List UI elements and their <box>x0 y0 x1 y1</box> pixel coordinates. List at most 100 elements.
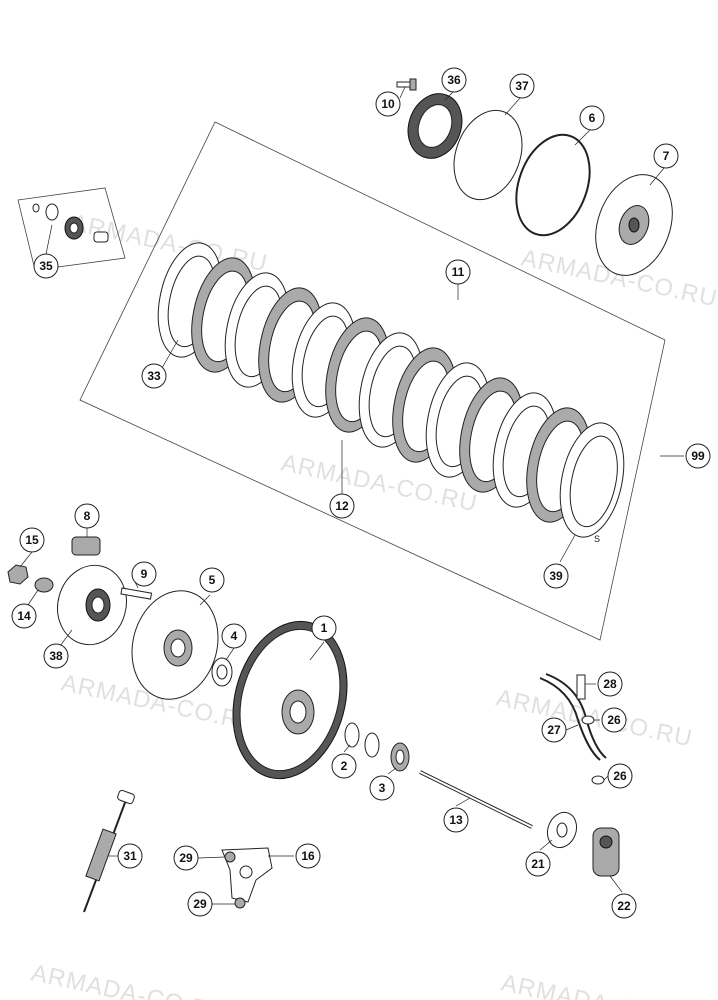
part-28-bleeder <box>576 674 586 700</box>
callout-7: 7 <box>653 143 679 169</box>
part-13-rod-highlight <box>419 771 533 828</box>
callout-circle <box>543 563 569 589</box>
part-7-center <box>628 217 640 233</box>
callout-36: 36 <box>441 67 467 93</box>
part-35-kit <box>17 187 126 271</box>
leader-5 <box>199 594 211 606</box>
callout-29b: 29 <box>187 891 213 917</box>
callout-3: 3 <box>369 775 395 801</box>
callout-number: 14 <box>17 609 31 623</box>
part-10-head <box>409 78 417 91</box>
callout-circle <box>601 707 627 733</box>
callout-number: 3 <box>379 781 386 795</box>
part-31-spring-body <box>85 828 117 882</box>
part-31-head <box>117 789 135 805</box>
callout-21: 21 <box>525 851 551 877</box>
callout-9: 9 <box>131 561 157 587</box>
part-8-block <box>71 536 101 556</box>
callout-circle <box>509 73 535 99</box>
callout-circle <box>597 671 623 697</box>
leader-14 <box>27 589 39 606</box>
clutch-kit-frame <box>79 121 666 641</box>
callout-15: 15 <box>19 527 45 553</box>
callout-8: 8 <box>74 503 100 529</box>
callout-circle <box>369 775 395 801</box>
callout-circle <box>33 253 59 279</box>
part-22-body <box>592 827 620 877</box>
part-1-clutch-basket <box>232 620 348 780</box>
part-15-nut <box>7 564 29 585</box>
part-21-gasket <box>546 811 578 849</box>
leader-36 <box>444 90 455 101</box>
callout-number: 31 <box>123 849 137 863</box>
callout-31: 31 <box>117 843 143 869</box>
leader-29a <box>197 856 226 859</box>
part-16-hole <box>239 865 253 879</box>
part-35-bearing-inner <box>69 222 79 234</box>
callout-number: 35 <box>39 259 53 273</box>
callout-number: 11 <box>452 265 465 279</box>
part-4-washer <box>211 657 233 687</box>
callout-number: 38 <box>49 649 63 663</box>
part-29-bolt-a <box>224 851 236 863</box>
callout-22: 22 <box>611 893 637 919</box>
callout-number: 12 <box>335 499 349 513</box>
part-2-bearing-a <box>344 722 360 748</box>
callout-26b: 26 <box>607 763 633 789</box>
callout-number: 9 <box>141 567 148 581</box>
callout-33: 33 <box>141 363 167 389</box>
part-36-thrust-bearing <box>407 93 463 159</box>
part-8-damper <box>71 536 101 556</box>
callout-circle <box>375 91 401 117</box>
callout-number: 36 <box>447 73 461 87</box>
callout-number: 27 <box>547 723 561 737</box>
callout-labels: 1234567891011121314151621222626272829293… <box>11 67 711 919</box>
part-38-inner-hub <box>57 564 127 646</box>
callout-circle <box>173 845 199 871</box>
leader-6 <box>574 129 591 146</box>
watermark: ARMADA-CO.RU <box>29 959 230 1000</box>
callout-circle <box>607 763 633 789</box>
leader-26b <box>603 775 609 781</box>
part-29-bolt-b <box>234 897 246 909</box>
leader-38 <box>59 629 73 647</box>
callout-number: 8 <box>84 509 91 523</box>
callout-circle <box>329 493 355 519</box>
callout-14: 14 <box>11 603 37 629</box>
part-3-bore <box>395 749 405 765</box>
part-1-bore <box>289 700 307 724</box>
part-15-hex <box>7 564 29 585</box>
leader-13 <box>455 797 471 807</box>
callout-circle <box>685 443 711 469</box>
callout-5: 5 <box>199 567 225 593</box>
callout-number: 33 <box>147 369 161 383</box>
part-14-body <box>34 577 54 593</box>
callout-number: 13 <box>449 813 463 827</box>
callout-10: 10 <box>375 91 401 117</box>
plate-mark: S <box>594 534 600 544</box>
callout-number: 16 <box>301 849 315 863</box>
part-10-bolt <box>396 78 417 91</box>
part-3-bushing <box>390 742 410 772</box>
callout-circle <box>19 527 45 553</box>
callout-number: 22 <box>617 899 631 913</box>
part-28-body <box>576 674 586 700</box>
part-2-bearing-b <box>364 732 380 758</box>
callout-circle <box>199 567 225 593</box>
callout-number: 2 <box>341 759 348 773</box>
callout-13: 13 <box>443 807 469 833</box>
callout-circle <box>653 143 679 169</box>
callout-number: 39 <box>549 569 563 583</box>
callout-12: 12 <box>329 493 355 519</box>
callout-circle <box>117 843 143 869</box>
callout-number: 4 <box>231 629 238 643</box>
clutch-plate-inner <box>569 435 618 528</box>
leader-37 <box>504 97 521 116</box>
part-37-outer <box>453 109 523 201</box>
leader-39 <box>559 534 576 563</box>
callout-circle <box>445 259 471 285</box>
leader-2 <box>343 744 351 753</box>
callout-circle <box>541 717 567 743</box>
part-9-pin <box>120 587 153 600</box>
